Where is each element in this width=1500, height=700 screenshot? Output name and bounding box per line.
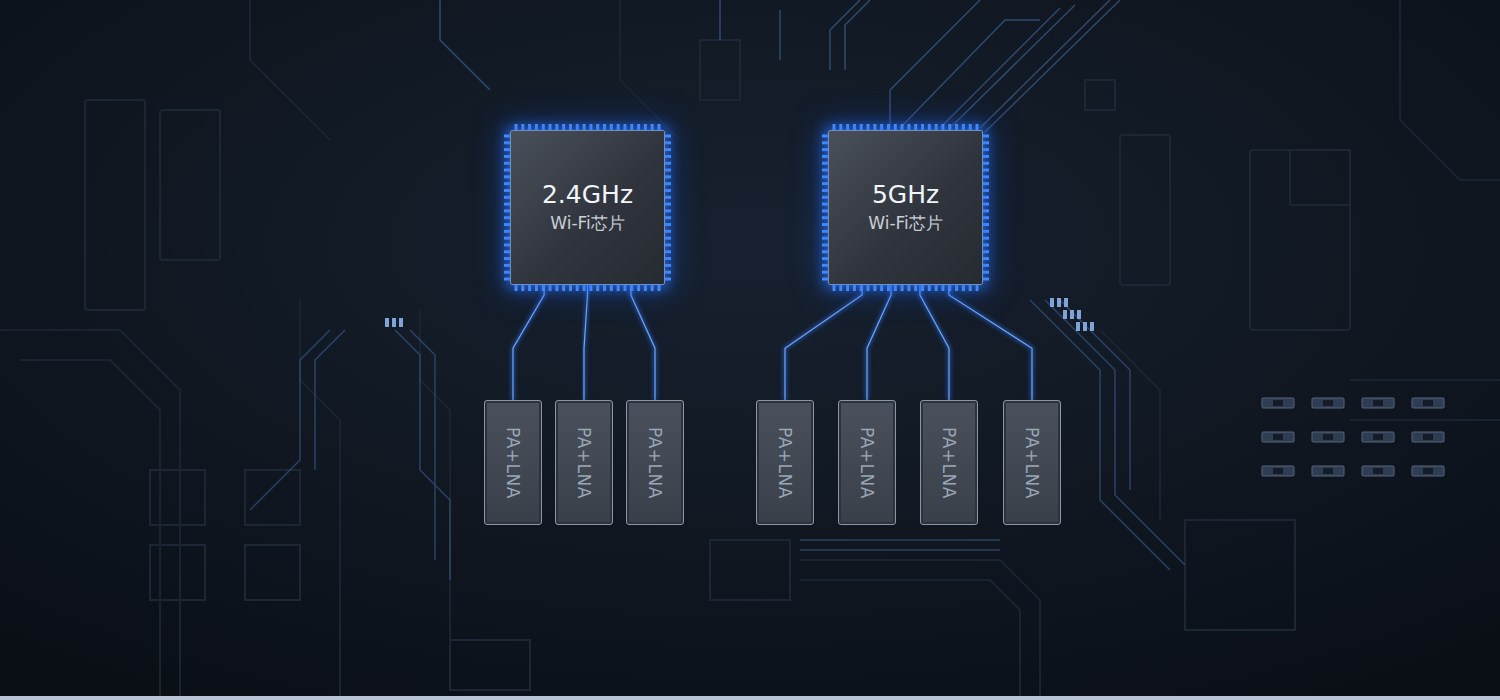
side-traces — [250, 300, 1185, 580]
faint-components — [85, 40, 1350, 690]
chip-pins — [504, 124, 989, 291]
chip-label: Wi-Fi芯片 — [868, 212, 943, 234]
chip-label: Wi-Fi芯片 — [550, 212, 625, 234]
signal-line — [513, 285, 544, 400]
module-label: PA+LNA — [574, 427, 594, 499]
connector-glow — [949, 285, 1032, 400]
connector-glow — [920, 285, 949, 400]
signal-line — [631, 285, 655, 400]
signal-line — [949, 285, 1032, 400]
band-label: 2.4GHz — [542, 180, 633, 210]
module-label: PA+LNA — [1022, 427, 1042, 499]
connector-glow — [631, 285, 655, 400]
module-label: PA+LNA — [645, 427, 665, 499]
signal-line — [867, 285, 891, 400]
bottom-bar — [0, 696, 1500, 700]
amplifier-module: PA+LNA — [756, 400, 814, 525]
connector-glow — [867, 285, 891, 400]
signal-line — [920, 285, 949, 400]
wifi-chip: 2.4GHzWi-Fi芯片 — [510, 130, 665, 285]
diagonal-traces — [440, 0, 1120, 132]
smd-pads — [385, 298, 1444, 476]
module-label: PA+LNA — [503, 427, 523, 499]
connector-glow — [584, 285, 588, 400]
module-label: PA+LNA — [775, 427, 795, 499]
connector-glow — [785, 285, 862, 400]
module-label: PA+LNA — [939, 427, 959, 499]
amplifier-module: PA+LNA — [484, 400, 542, 525]
connector-glow — [513, 285, 544, 400]
signal-line — [584, 285, 588, 400]
amplifier-module: PA+LNA — [920, 400, 978, 525]
amplifier-module: PA+LNA — [1003, 400, 1061, 525]
amplifier-module: PA+LNA — [555, 400, 613, 525]
signal-line — [785, 285, 862, 400]
amplifier-module: PA+LNA — [838, 400, 896, 525]
band-label: 5GHz — [872, 180, 939, 210]
amplifier-module: PA+LNA — [626, 400, 684, 525]
wifi-chip: 5GHzWi-Fi芯片 — [828, 130, 983, 285]
module-label: PA+LNA — [857, 427, 877, 499]
